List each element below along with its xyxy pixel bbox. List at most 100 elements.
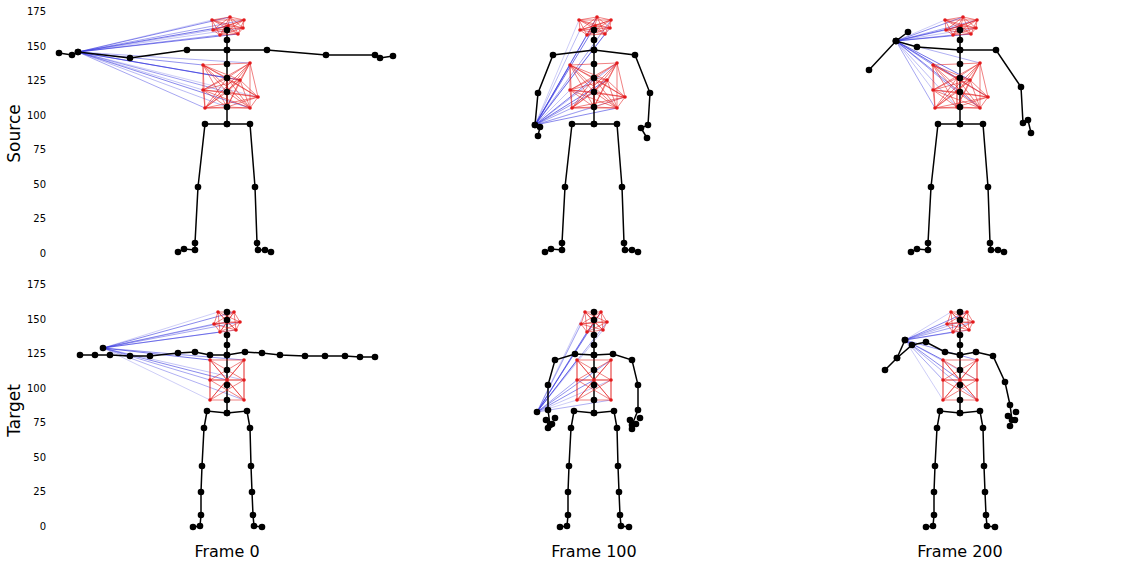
joint [572,351,579,358]
axis-tick-label: 150 [27,42,46,52]
bone [178,124,271,252]
joint [545,425,552,432]
joint [1007,423,1014,430]
joint [957,410,964,417]
joint-graph-node [218,33,222,37]
joint [882,367,889,374]
joint [534,409,541,416]
joint-graph-node [605,320,609,324]
joint [224,332,231,339]
joint-graph-edge [210,360,244,380]
joint [224,104,231,111]
joint-graph-node [974,26,978,30]
joint-graph-node [568,63,572,67]
joint [957,47,964,54]
joint [568,425,575,432]
joint-graph-edge [227,322,236,330]
joint-graph-edge [611,360,612,380]
joint [591,352,598,359]
joint-graph-node [975,398,979,402]
joint [957,121,964,128]
joint-graph-node [238,320,242,324]
joint [543,417,550,424]
skeleton [77,309,379,531]
axis-tick-label: 100 [27,111,46,121]
joint-graph-node [218,330,222,334]
joint [550,52,557,59]
joint [192,247,199,254]
joint-graph-edge [570,90,594,92]
joint [184,47,191,54]
joint [591,410,598,417]
joint-graph-node [623,95,627,99]
joint-graph-node [943,18,947,22]
joint-graph-node [951,33,955,37]
joint [932,463,939,470]
joint-graph-node [969,32,973,36]
bone [869,41,1031,133]
joint [614,121,621,128]
joint [995,247,1002,254]
joint [988,247,995,254]
joint [931,512,938,519]
row-label: Source [6,104,23,162]
column-label: Frame 100 [551,544,636,560]
bone [548,354,638,425]
joint [77,352,84,359]
joint-graph-edge [210,360,211,380]
joint-graph-edge [933,65,934,90]
column-label: Frame 0 [194,544,259,560]
joint [957,89,964,96]
joint [957,352,964,359]
joint [894,355,901,362]
joint-graph-edge [234,312,236,330]
joint-graph-edge [961,20,977,26]
attention-line [535,17,597,125]
skeleton [56,15,397,255]
joint [224,27,231,34]
joint [923,339,930,346]
joint [565,489,572,496]
joint [990,353,997,360]
joint [893,38,900,45]
joint [942,349,949,356]
joint [390,53,397,60]
attention-line [78,52,250,108]
joint-graph-edge [203,90,227,92]
joint [957,75,964,82]
joint [532,122,539,129]
attention-line [103,332,220,348]
joint-graph-edge [933,63,980,65]
joint [617,512,624,519]
joint-graph-node [615,61,619,65]
axis-tick-label: 125 [27,349,46,359]
joint [264,47,271,54]
joint-graph-edge [577,380,578,400]
joint [259,350,266,357]
joint-graph-edge [570,65,572,108]
joint-graph-node [941,398,945,402]
joint [1013,409,1020,416]
joint [957,342,964,349]
joint-graph-node [958,378,962,382]
joint [249,489,256,496]
joint-graph-node [978,106,982,110]
joint-graph-edge [933,65,935,108]
joint-graph-node [585,33,589,37]
attention-line [537,330,603,412]
joint [618,523,625,530]
joint-graph-node [575,378,579,382]
joint [224,342,231,349]
joint [987,240,994,247]
joint [591,75,598,82]
joint-graph-edge [587,34,605,35]
joint-graph-edge [967,312,969,330]
joint [629,426,636,433]
axis-tick-label: 25 [33,214,46,224]
joint [565,512,572,519]
joint [302,353,309,360]
joint [637,415,644,422]
joint [894,355,901,362]
joint-graph-node [238,78,242,82]
joint-graph-node [242,358,246,362]
